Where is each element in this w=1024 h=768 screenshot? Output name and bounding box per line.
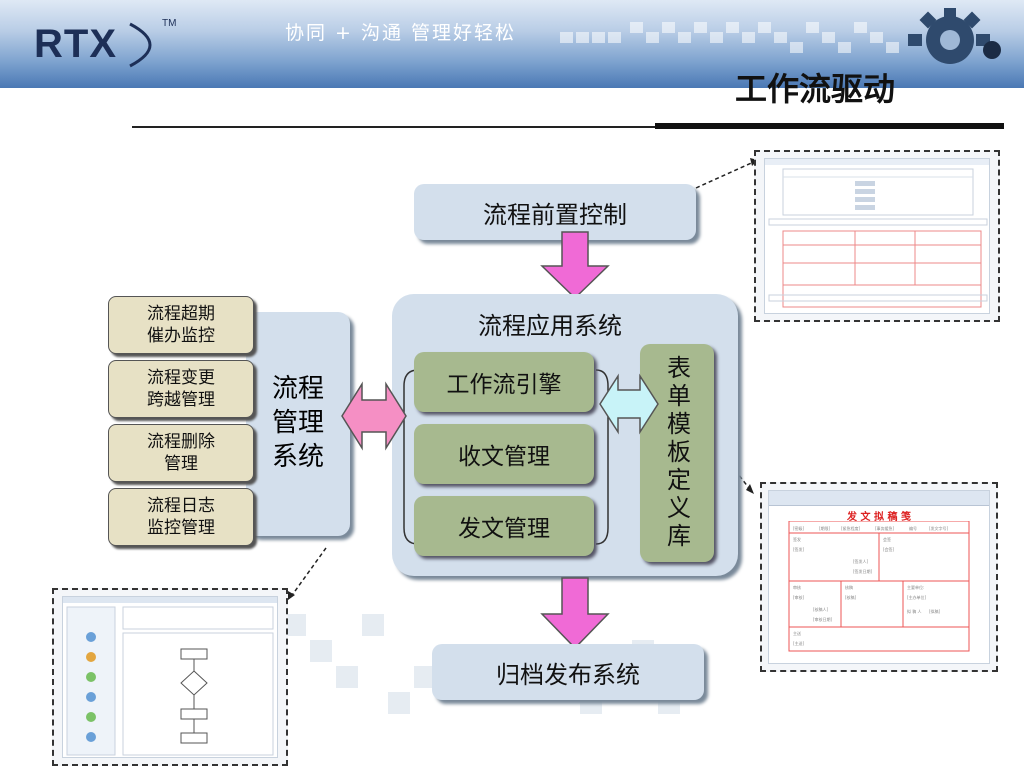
doc-form-cell: [事务缓急] bbox=[875, 525, 895, 531]
down-arrow-to-archive bbox=[540, 577, 610, 650]
header-slogan: 协同 + 沟通 管理好轻松 bbox=[285, 22, 517, 44]
thumbnail-flow-designer bbox=[52, 588, 288, 766]
workflow-engine-box: 工作流引擎 bbox=[414, 352, 594, 412]
doc-form-cell: [紧急程度] bbox=[841, 525, 861, 531]
pre-control-label: 流程前置控制 bbox=[483, 200, 627, 229]
title-rule-accent bbox=[655, 123, 1004, 129]
archive-publish-box: 归档发布系统 bbox=[432, 644, 704, 700]
doc-form-cell: 编号 bbox=[909, 525, 917, 531]
slide-title: 工作流驱动 bbox=[735, 70, 896, 108]
incoming-docs-box: 收文管理 bbox=[414, 424, 594, 484]
thumbnail-doc-form: 发 文 拟 稿 笺 [密级] [期限] [紧急程度] [事务缓急] 编号 [发文… bbox=[760, 482, 998, 672]
doc-form-cell: [签发日期] bbox=[853, 568, 873, 574]
thumbnail-form-settings-graphic bbox=[765, 159, 989, 308]
logo-swoosh-icon bbox=[129, 22, 152, 68]
doc-form-cell: [核稿人] bbox=[813, 606, 829, 612]
down-arrow-to-app-system bbox=[540, 231, 610, 300]
app-system-label: 流程应用系统 bbox=[478, 312, 622, 340]
doc-form-cell: 拟 稿 人 bbox=[907, 608, 922, 614]
rtx-logo: RTX bbox=[34, 22, 117, 66]
header-mosaic bbox=[560, 18, 980, 58]
pre-control-box: 流程前置控制 bbox=[414, 184, 696, 240]
doc-form-cell: 签发 bbox=[793, 536, 801, 542]
mgmt-item-overdue: 流程超期 催办监控 bbox=[108, 296, 254, 354]
doc-form-grid: [密级] [期限] [紧急程度] [事务缓急] 编号 [发文字号] 签发 会签 … bbox=[788, 521, 970, 652]
doc-form-cell: 主送 bbox=[793, 630, 801, 636]
thumbnail-doc-form-content: 发 文 拟 稿 笺 [密级] [期限] [紧急程度] [事务缓急] 编号 [发文… bbox=[768, 490, 990, 664]
flow-designer-graphic bbox=[63, 597, 277, 756]
mgmt-app-double-arrow bbox=[341, 381, 407, 451]
doc-form-cell: [密级] bbox=[793, 525, 805, 531]
mgmt-item-log: 流程日志 监控管理 bbox=[108, 488, 254, 546]
trademark-mark: TM bbox=[162, 18, 177, 29]
engine-template-double-arrow bbox=[599, 373, 659, 435]
title-rule bbox=[132, 126, 1004, 128]
doc-form-title: 发 文 拟 稿 笺 bbox=[847, 512, 911, 523]
gear-icon bbox=[908, 8, 1001, 64]
doc-form-cell: 会签 bbox=[883, 536, 891, 542]
doc-form-cell: [核稿] bbox=[845, 594, 857, 600]
doc-form-cell: 审核 bbox=[793, 584, 801, 590]
archive-publish-label: 归档发布系统 bbox=[496, 660, 640, 689]
mgmt-system-label: 流程 管理 系统 bbox=[271, 374, 324, 472]
doc-form-cell: [签发人] bbox=[853, 558, 869, 564]
doc-form-cell: [主办单位] bbox=[907, 594, 927, 600]
mgmt-system-box: 流程 管理 系统 bbox=[246, 312, 350, 536]
doc-form-cell: [发文字号] bbox=[929, 525, 949, 531]
form-template-library-label: 表单模板定义库 bbox=[662, 355, 691, 551]
doc-form-cell: [审核日期] bbox=[813, 616, 833, 622]
form-template-library-box: 表单模板定义库 bbox=[640, 344, 714, 562]
mgmt-item-delete: 流程删除 管理 bbox=[108, 424, 254, 482]
header-banner: RTX TM 协同 + 沟通 管理好轻松 bbox=[0, 0, 1024, 88]
doc-form-cell: 主要单位: bbox=[907, 584, 924, 590]
doc-form-cell: [主送] bbox=[793, 640, 805, 646]
thumbnail-flow-designer-content bbox=[62, 596, 278, 758]
doc-form-cell: 核稿 bbox=[845, 584, 853, 590]
doc-form-cell: [期限] bbox=[819, 525, 831, 531]
doc-form-cell: [拟稿] bbox=[929, 608, 941, 614]
doc-form-cell: [会签] bbox=[883, 546, 895, 552]
doc-form-cell: [审核] bbox=[793, 594, 805, 600]
outgoing-docs-box: 发文管理 bbox=[414, 496, 594, 556]
thumbnail-form-settings-content bbox=[764, 158, 990, 314]
thumbnail-form-settings bbox=[754, 150, 1000, 322]
doc-form-cell: [签发] bbox=[793, 546, 805, 552]
mgmt-item-change: 流程变更 跨越管理 bbox=[108, 360, 254, 418]
